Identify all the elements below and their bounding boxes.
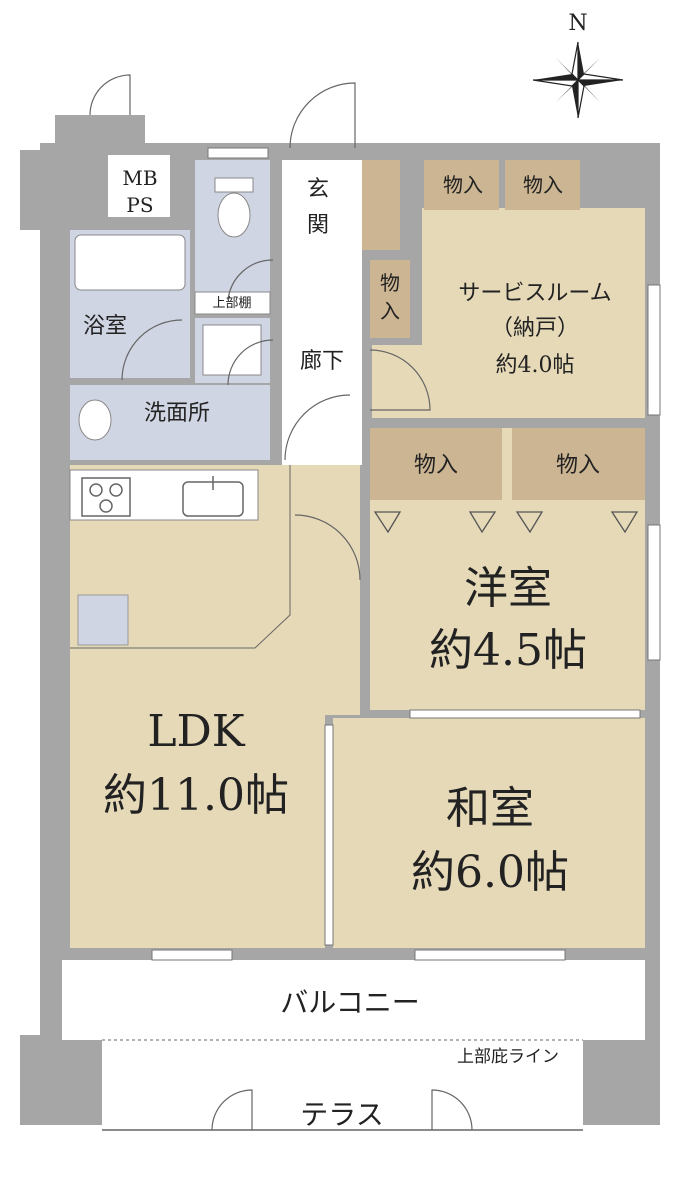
hallway-closet-label-1: 物 xyxy=(380,271,400,295)
service-room-sub-label: （納戸） xyxy=(491,316,579,341)
service-room-floor xyxy=(372,208,645,418)
mbps-label-1: MB xyxy=(122,166,157,190)
service-closet-2 xyxy=(505,160,580,210)
eaves-line-label: 上部庇ライン xyxy=(457,1047,559,1067)
ldk-label: LDK xyxy=(147,706,245,757)
compass-north-label: N xyxy=(568,11,587,36)
youshitsu-label: 洋室 xyxy=(464,563,552,614)
entrance-label-1: 玄 xyxy=(307,177,329,202)
washroom-label: 洗面所 xyxy=(144,401,210,426)
bathtub xyxy=(74,234,186,291)
service-closet-2-label: 物入 xyxy=(523,173,563,197)
youshitsu-size-label: 約4.5帖 xyxy=(429,625,587,676)
washitsu-floor xyxy=(333,718,645,948)
kitchen-fixtures xyxy=(78,399,244,517)
ldk-size-label: 約11.0帖 xyxy=(103,770,289,821)
service-closet-1-label: 物入 xyxy=(443,173,483,197)
toilet-tank xyxy=(214,177,254,193)
kitchen-boundary xyxy=(70,465,291,649)
compass: N xyxy=(532,11,624,119)
mbps-box xyxy=(108,155,170,217)
youshitsu-closet-2 xyxy=(512,428,645,500)
mbps-label-2: PS xyxy=(126,193,153,217)
service-room-size-label: 約4.0帖 xyxy=(496,353,575,378)
balcony-floor xyxy=(62,960,645,1040)
closet-door-marks xyxy=(373,511,639,534)
terrace-floor xyxy=(102,1040,583,1130)
youshitsu-closet-2-label: 物入 xyxy=(556,453,600,478)
youshitsu-closet-1-label: 物入 xyxy=(414,453,458,478)
toilet-bowl xyxy=(217,192,251,238)
bath-label: 浴室 xyxy=(83,314,127,339)
upper-shelf-strip xyxy=(194,291,271,315)
fridge-space xyxy=(77,594,129,646)
washitsu-label: 和室 xyxy=(446,783,534,834)
service-closet-1 xyxy=(424,160,499,210)
terrace-label: テラス xyxy=(300,1098,383,1131)
hallway-label: 廊下 xyxy=(300,349,344,374)
hallway-floor xyxy=(282,160,362,465)
door-swings xyxy=(89,74,473,1131)
balcony-label: バルコニー xyxy=(280,986,419,1019)
ldk-floor xyxy=(70,465,360,948)
hallway-closet xyxy=(370,260,410,338)
room-fills xyxy=(62,160,645,1130)
washitsu-size-label: 約6.0帖 xyxy=(411,847,569,898)
windows xyxy=(151,147,661,961)
entrance-label-2: 関 xyxy=(307,213,329,238)
entrance-closet xyxy=(362,160,400,250)
upper-shelf-label: 上部棚 xyxy=(212,296,251,311)
hallway-closet-label-2: 入 xyxy=(380,299,400,323)
youshitsu-closet-1 xyxy=(370,428,502,500)
service-room-label: サービスルーム xyxy=(458,281,611,306)
